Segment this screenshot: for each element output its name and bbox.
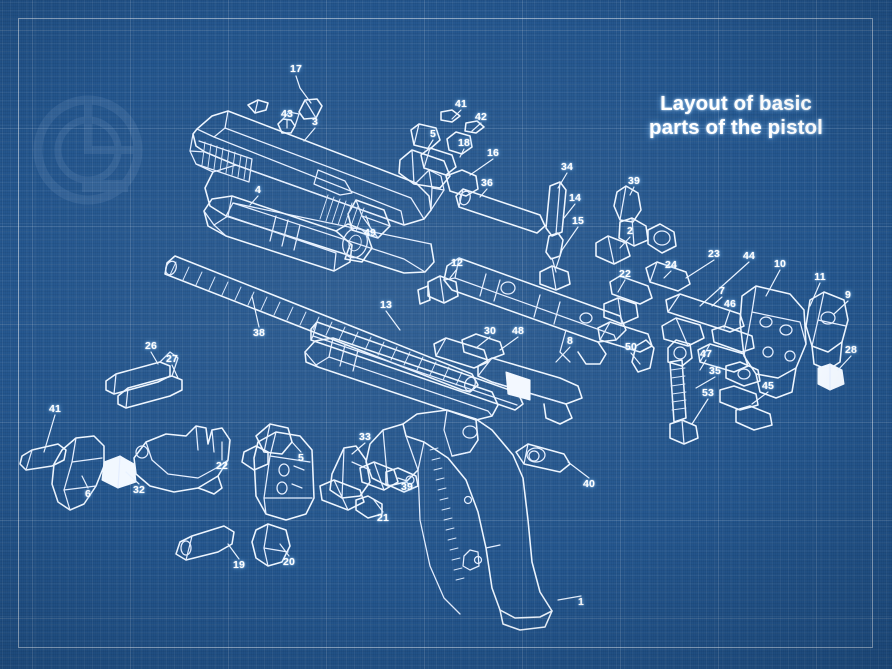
callout-number: 22 xyxy=(618,268,632,280)
callout-number: 8 xyxy=(566,335,574,347)
callout-number: 26 xyxy=(144,340,158,352)
title-line-2: parts of the pistol xyxy=(649,116,823,140)
part-hammer-group xyxy=(444,258,626,364)
callout-number: 1 xyxy=(577,596,585,608)
part-cluster-far-right xyxy=(740,286,848,398)
part-5-bottom xyxy=(242,424,292,470)
callout-number: 16 xyxy=(486,147,500,159)
callout-number: 34 xyxy=(560,161,574,173)
leader-lines xyxy=(44,76,851,600)
part-19-20 xyxy=(176,524,290,566)
callout-number: 42 xyxy=(474,111,488,123)
callout-number: 20 xyxy=(282,556,296,568)
callout-number: 40 xyxy=(582,478,596,490)
callout-number: 38 xyxy=(252,327,266,339)
callout-number: 17 xyxy=(289,63,303,75)
callout-number: 14 xyxy=(568,192,582,204)
callout-number: 28 xyxy=(844,344,858,356)
callout-number: 48 xyxy=(511,325,525,337)
callout-number: 50 xyxy=(624,341,638,353)
callout-number: 5 xyxy=(429,128,437,140)
callout-number: 39 xyxy=(627,175,641,187)
part-26-27 xyxy=(106,352,182,408)
callout-number: 21 xyxy=(376,512,390,524)
callout-number: 49 xyxy=(363,227,377,239)
part-slide xyxy=(190,99,444,273)
part-recoil-spring xyxy=(164,256,478,392)
callout-number: 11 xyxy=(814,271,826,283)
callout-number: 27 xyxy=(165,353,179,365)
callout-number: 32 xyxy=(132,484,146,496)
part-cluster-bottom-center xyxy=(320,446,418,518)
callout-number: 3 xyxy=(311,116,319,128)
part-grip-frame xyxy=(366,410,552,630)
part-magazine xyxy=(254,432,314,520)
callout-number: 19 xyxy=(232,559,246,571)
callout-number: 46 xyxy=(723,298,737,310)
callout-number: 35 xyxy=(708,365,722,377)
callout-number: 7 xyxy=(718,285,726,297)
part-cluster-lower-center xyxy=(434,322,654,424)
part-guide-rod xyxy=(311,322,523,410)
callout-number: 6 xyxy=(84,488,92,500)
part-cluster-24-23-22 xyxy=(604,262,690,324)
callout-number: 53 xyxy=(701,387,715,399)
callout-number: 18 xyxy=(457,137,471,149)
callout-number: 9 xyxy=(844,289,852,301)
callout-number: 41 xyxy=(48,403,62,415)
part-pin-group-center xyxy=(540,182,570,290)
part-41-left xyxy=(20,444,66,470)
callout-number: 5 xyxy=(297,452,305,464)
part-12 xyxy=(418,276,458,304)
part-32 xyxy=(102,456,136,488)
callout-number: 12 xyxy=(450,257,464,269)
part-6 xyxy=(52,436,104,510)
callout-number: 41 xyxy=(454,98,468,110)
callout-number: 30 xyxy=(483,325,497,337)
callout-number: 24 xyxy=(664,259,678,271)
callout-number: 2 xyxy=(626,225,634,237)
part-trigger xyxy=(134,426,230,494)
callout-number: 39 xyxy=(400,481,414,493)
callout-number: 33 xyxy=(358,431,372,443)
callout-number: 10 xyxy=(773,258,787,270)
callout-number: 22 xyxy=(215,460,229,472)
page-title: Layout of basic parts of the pistol xyxy=(612,92,860,140)
callout-number: 45 xyxy=(761,380,775,392)
callout-number: 47 xyxy=(699,348,713,360)
callout-number: 23 xyxy=(707,248,721,260)
part-cluster-mid-right xyxy=(662,294,772,444)
part-extractor-right xyxy=(596,186,676,264)
callout-number: 44 xyxy=(742,250,756,262)
part-barrel xyxy=(204,196,372,271)
callout-number: 4 xyxy=(254,184,262,196)
callout-number: 43 xyxy=(280,108,294,120)
callout-number: 13 xyxy=(379,299,393,311)
title-line-1: Layout of basic xyxy=(660,92,812,115)
callout-number: 36 xyxy=(480,177,494,189)
callout-number: 15 xyxy=(571,215,585,227)
part-firing-pin-group xyxy=(399,110,545,233)
part-40-lever xyxy=(516,444,570,472)
